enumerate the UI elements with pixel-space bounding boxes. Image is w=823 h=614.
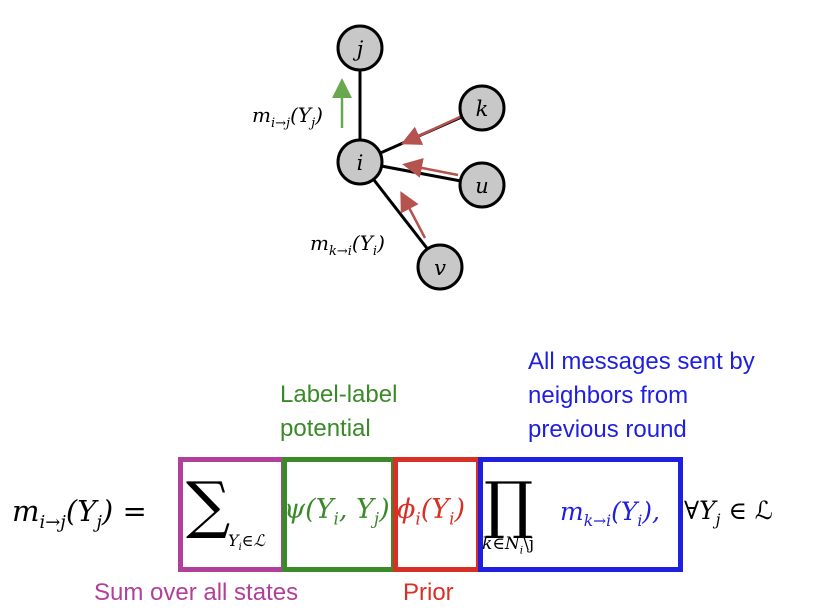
caption-line: All messages sent by: [528, 348, 755, 375]
node-label-v: v: [434, 256, 446, 280]
caption-line: Label-label: [280, 381, 398, 408]
prior-term: ϕi(Yi): [397, 494, 466, 529]
node-label-k: k: [476, 97, 489, 121]
node-j: j: [336, 24, 384, 72]
node-v: v: [416, 243, 464, 291]
message-arrow-u-to-i: [402, 158, 459, 178]
node-label-j: j: [353, 37, 364, 61]
forall-term: ∀Yj ∈ ℒ: [684, 496, 773, 529]
incoming-message-term: mk→i(Yi),: [560, 497, 660, 530]
message-arrow-v-to-i: [400, 191, 427, 239]
caption-line: potential: [280, 415, 371, 442]
product-subscript: k∈Ni\j: [482, 534, 535, 557]
caption-line: neighbors from: [528, 382, 689, 409]
caption-sum: Sum over all states: [94, 579, 299, 606]
sum-symbol: ∑: [186, 468, 231, 541]
node-i: i: [336, 138, 384, 186]
sum-subscript: Yi∈ℒ: [228, 531, 266, 554]
node-k: k: [458, 84, 506, 132]
message-label-k-to-i: mk→i(Yi): [310, 231, 385, 259]
node-label-u: u: [475, 174, 489, 198]
product-symbol: ∏: [484, 468, 534, 541]
potential-term: ψ(Yi, Yj): [284, 494, 390, 529]
message-arrow-k-to-i: [400, 114, 463, 145]
node-u: u: [458, 161, 506, 209]
caption-messages: All messages sent by neighbors from prev…: [528, 345, 755, 447]
messages-box: [478, 457, 683, 572]
equation-lhs: mi→j(Yj) =: [12, 494, 147, 533]
caption-line: previous round: [528, 416, 687, 443]
node-label-i: i: [357, 151, 364, 175]
caption-prior: Prior: [403, 579, 454, 606]
message-label-i-to-j: mi→j(Yj): [252, 103, 323, 131]
caption-label-label-potential: Label-label potential: [280, 378, 397, 446]
factor-graph: j i k u v mi→j(Yj) mk→i(Yi): [252, 24, 506, 291]
